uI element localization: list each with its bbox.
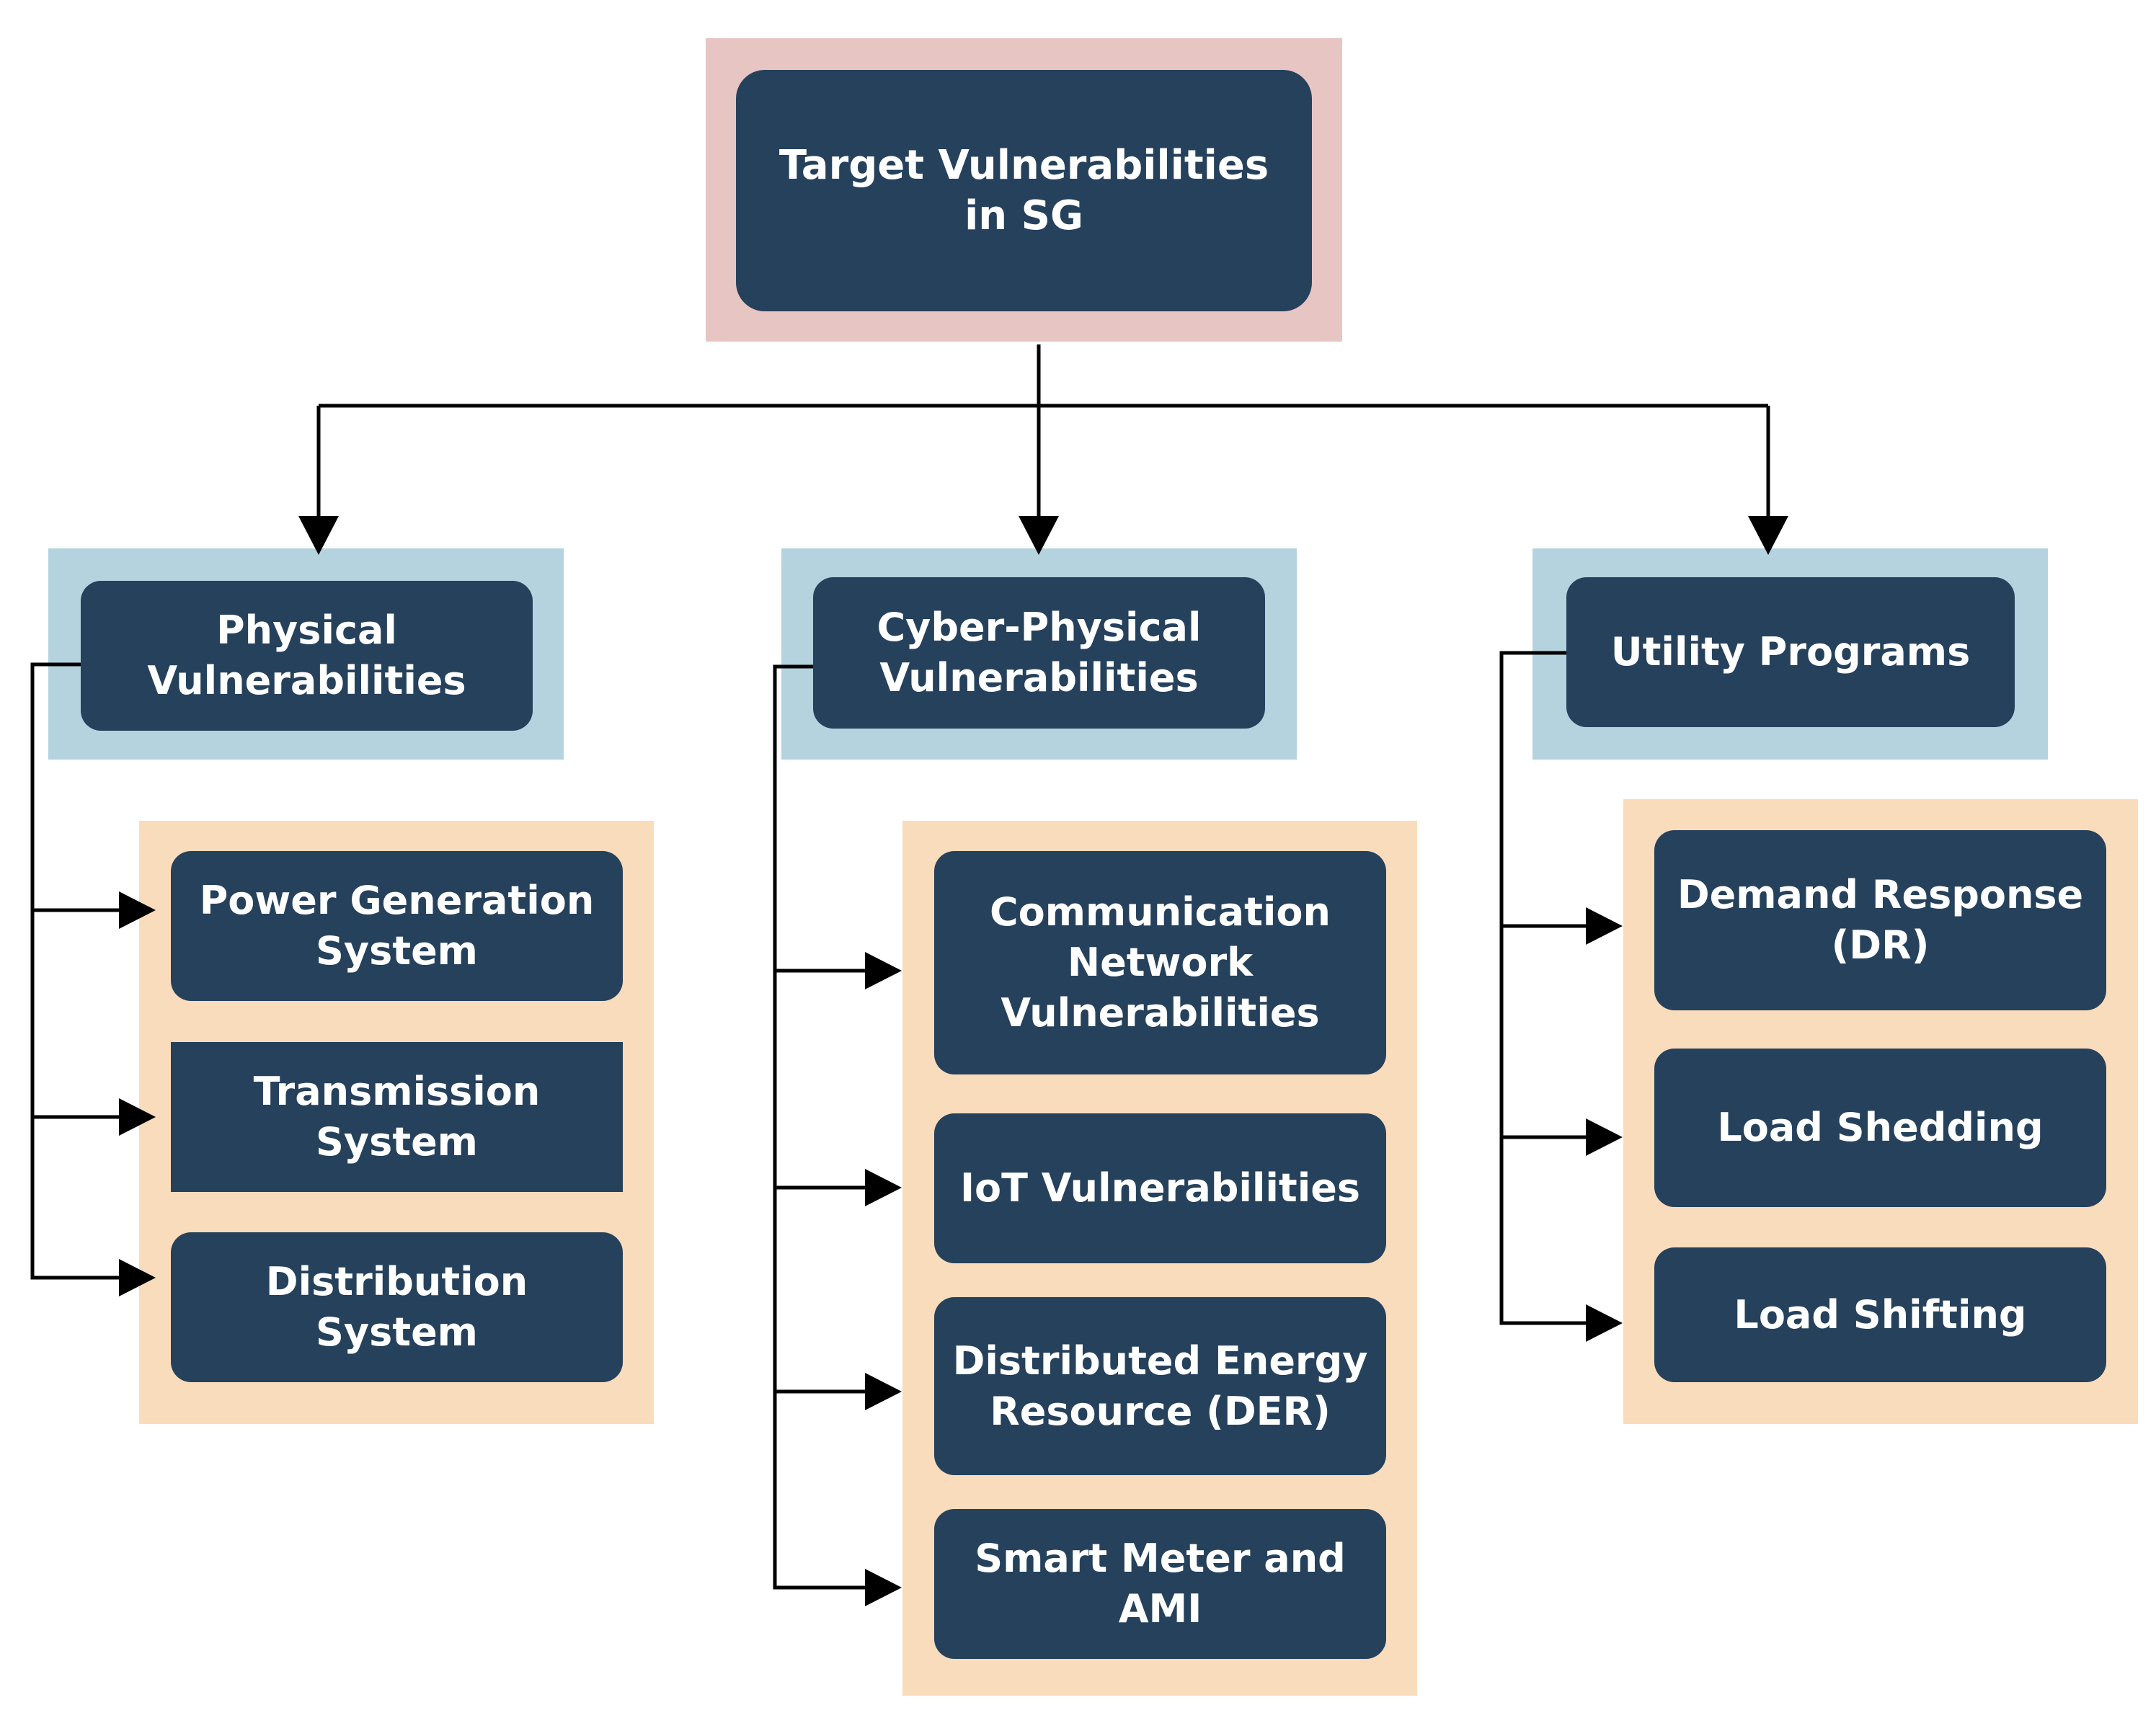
category-cyber-physical: Cyber-Physical Vulnerabilities [813,577,1265,729]
category-utility-programs-label: Utility Programs [1610,629,1971,675]
item-distributed-energy-resource: Distributed Energy Resource (DER) [934,1297,1386,1475]
item-iot-vulnerabilities: IoT Vulnerabilities [934,1113,1386,1263]
arrowhead-power-generation [119,891,156,929]
arrowhead-communication [865,952,902,989]
item-label: Load Shifting [1734,1291,2027,1338]
item-load-shifting: Load Shifting [1654,1247,2106,1382]
item-label: Demand Response (DR) [1677,872,2084,968]
arrowhead-smart-meter [865,1569,902,1606]
item-power-generation-system: Power Generation System [171,851,623,1001]
arrowhead-transmission [119,1098,156,1136]
item-label: Smart Meter and AMI [975,1536,1346,1632]
arrowhead-load-shedding [1586,1118,1623,1156]
physical-spine [30,662,123,1280]
root-label: Target Vulnerabilities in SG [778,141,1269,239]
item-demand-response: Demand Response (DR) [1654,830,2106,1010]
item-distribution-system: Distribution System [171,1232,623,1382]
item-label: Communication Network Vulnerabilities [990,889,1331,1036]
category-cyber-physical-label: Cyber-Physical Vulnerabilities [877,605,1202,700]
arrowhead-der [865,1373,902,1410]
item-label: Transmission System [253,1069,541,1165]
item-load-shedding: Load Shedding [1654,1049,2106,1207]
item-transmission-system: Transmission System [171,1042,623,1192]
root-node: Target Vulnerabilities in SG [736,70,1312,311]
arrowhead-utility [1748,516,1788,555]
category-physical: Physical Vulnerabilities [81,581,533,731]
cyber-physical-spine [773,664,869,1590]
arrowhead-demand-response [1586,907,1623,945]
item-communication-network-vulnerabilities: Communication Network Vulnerabilities [934,851,1386,1074]
item-smart-meter-and-ami: Smart Meter and AMI [934,1509,1386,1659]
item-label: Load Shedding [1717,1105,2044,1150]
arrowhead-physical [298,516,339,555]
category-utility-programs: Utility Programs [1566,577,2015,727]
arrowhead-iot [865,1169,902,1206]
item-label: IoT Vulnerabilities [959,1165,1361,1211]
item-label: Distribution System [265,1259,528,1355]
arrowhead-cyber-physical [1019,516,1059,555]
utility-spine [1499,651,1589,1325]
arrowhead-distribution [119,1259,156,1296]
item-label: Power Generation System [199,878,595,974]
category-physical-label: Physical Vulnerabilities [147,607,466,703]
arrowhead-load-shifting [1586,1304,1623,1342]
item-label: Distributed Energy Resource (DER) [952,1338,1368,1434]
